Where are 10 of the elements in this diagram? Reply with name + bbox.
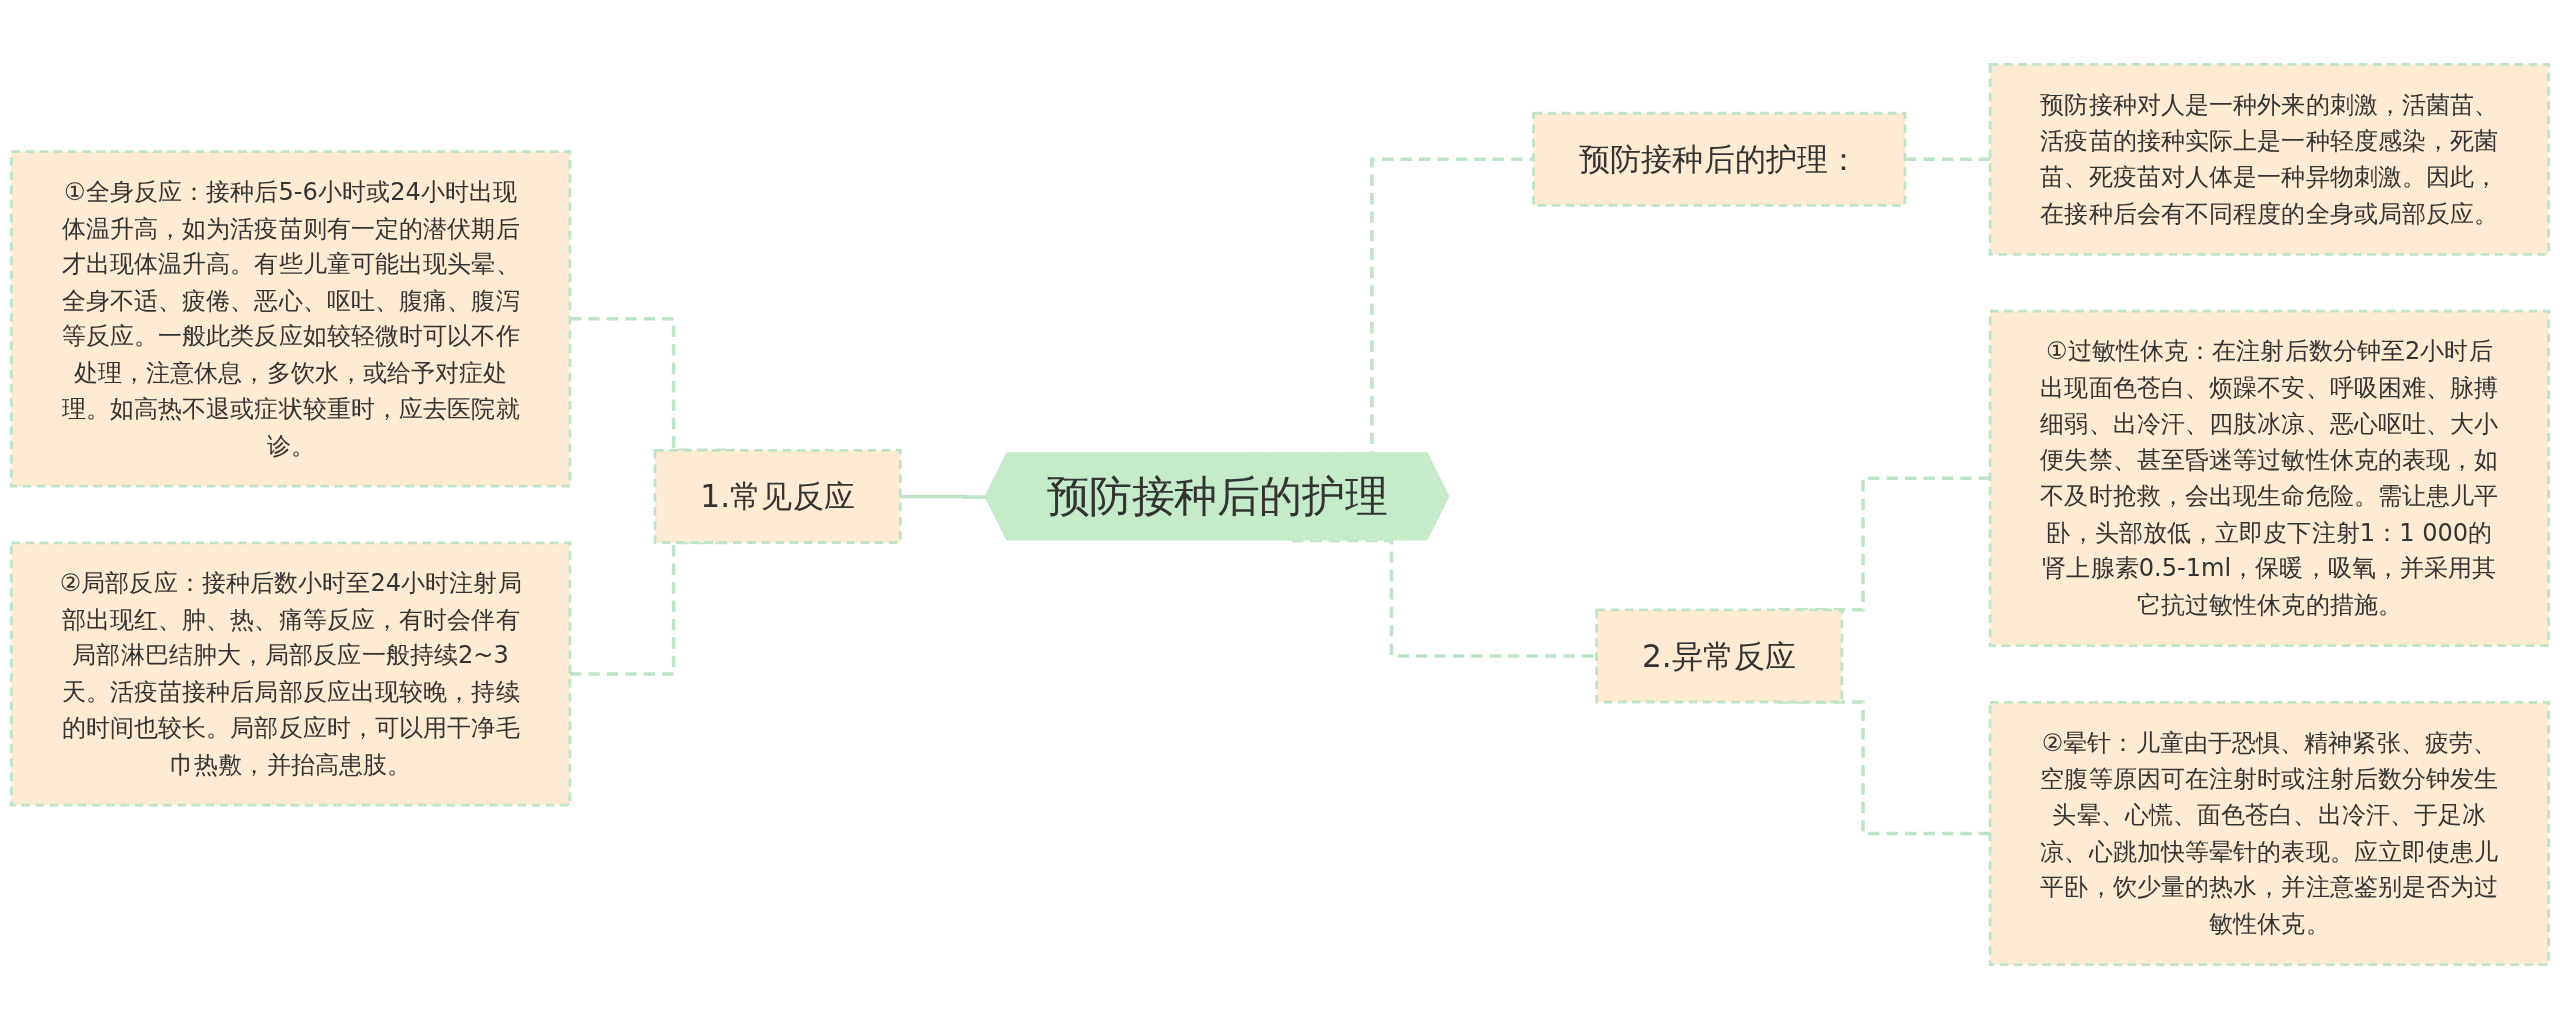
- connector: [900, 494, 987, 499]
- node-box: ②晕针：儿童由于恐惧、精神紧张、疲劳、空腹等原因可在注射时或注射后数分钟发生头晕、心慌、面色苍白、出冷汗、于足冰凉、心跳加快等晕针的表现。应立即使患儿平卧，饮少量的热水，并注意鉴别是否为过敏性休克。: [1988, 700, 2551, 967]
- node-box: 预防接种后的护理：: [1532, 111, 1907, 207]
- node-box: 1.常见反应: [653, 448, 902, 544]
- node-box: 预防接种对人是一种外来的刺激，活菌苗、活疫苗的接种实际上是一种轻度感染，死菌苗、死疫苗对人体是一种异物刺激。因此，在接种后会有不同程度的全身或局部反应。: [1988, 62, 2551, 256]
- node-box: ①过敏性休克：在注射后数分钟至2小时后出现面色苍白、烦躁不安、呼吸困难、脉搏细弱、出冷汗、四肢冰凉、恶心呕吐、大小便失禁、甚至昏迷等过敏性休克的表现，如不及时抢救，会出现生命危险。需让患儿平卧，头部放低，立即皮下注射1：1 000的肾上腺素0.5-1ml，保暖，吸氧，并采用其它抗过敏性休克的措施。: [1988, 309, 2551, 648]
- connector: [1905, 157, 1991, 162]
- node-box: ②局部反应：接种后数小时至24小时注射局部出现红、肿、热、痛等反应，有时会伴有局部淋巴结肿大，局部反应一般持续2~3天。活疫苗接种后局部反应出现较晚，持续的时间也较长。局部反应时，可以用干净毛巾热敷，并抬高患肢。: [9, 541, 572, 807]
- node-box: ①全身反应：接种后5-6小时或24小时出现体温升高，如为活疫苗则有一定的潜伏期后才出现体温升高。有些儿童可能出现头晕、全身不适、疲倦、恶心、呕吐、腹痛、腹泻等反应。一般此类反应如较轻微时可以不作处理，注意休息，多饮水，或给予对症处理。如高热不退或症状较重时，应去医院就诊。: [9, 150, 572, 488]
- node-box: 2.异常反应: [1595, 608, 1844, 704]
